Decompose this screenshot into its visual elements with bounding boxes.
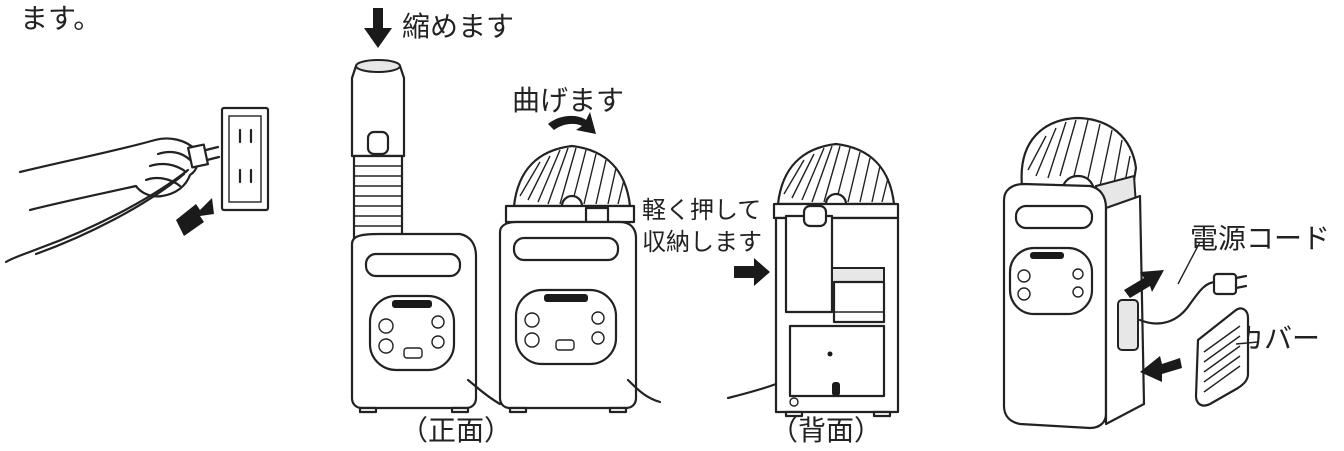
cover-arrow [1140, 356, 1182, 382]
power-cord-label: 電源コード [1190, 222, 1331, 255]
push-arrow [734, 258, 770, 286]
wall-outlet [220, 106, 270, 212]
dryer-folded-front [498, 144, 662, 414]
dryer-extended-front [350, 59, 502, 414]
press-label-line2: 収納します [642, 228, 762, 256]
cord-arrow [1124, 270, 1164, 298]
shrink-arrow [364, 8, 392, 48]
unplug-illustration [4, 106, 270, 264]
hand [4, 137, 221, 264]
dryer-three-quarter-view [1002, 116, 1248, 430]
bend-arrow [548, 112, 596, 134]
intro-text: ます。 [20, 2, 102, 35]
cover-label: カバー [1236, 322, 1321, 355]
filter-cover [1194, 307, 1259, 407]
shrink-label: 縮めます [402, 10, 515, 43]
bend-label: 曲げます [512, 84, 625, 117]
pull-arrow [176, 198, 214, 236]
dryer-back-view [726, 142, 900, 418]
front-view-label: （正面） [400, 414, 513, 447]
press-label-line1: 軽く押して [642, 196, 762, 224]
back-view-label: （背面） [770, 414, 883, 447]
